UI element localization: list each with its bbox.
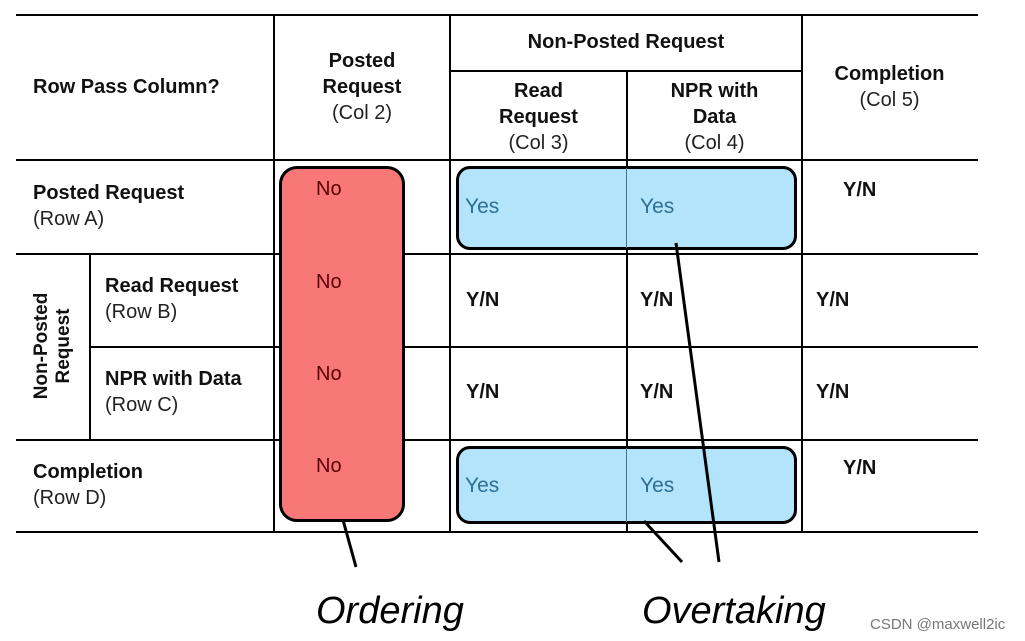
cell-c-col4: Y/N [640, 381, 674, 403]
cell-d-col2: No [316, 455, 342, 477]
cell-d-col5: Y/N [843, 457, 877, 479]
overtaking-pointer-line-row-d [642, 519, 684, 564]
watermark: CSDN @maxwell2ic [870, 616, 1006, 633]
cell-a-col5: Y/N [843, 179, 877, 201]
cell-c-col5: Y/N [816, 381, 850, 403]
ordering-highlight-box [279, 166, 405, 522]
row-c-title: NPR with Data [105, 368, 242, 390]
col4-sub: (Col 4) [684, 132, 745, 154]
col2-sub: (Col 2) [331, 102, 392, 124]
row-c-sub: (Row C) [105, 394, 179, 416]
col2-title-line1: Posted [328, 50, 396, 72]
col4-title-line1: NPR with [670, 80, 759, 102]
cell-c-col2: No [316, 363, 342, 385]
row-a-sub: (Row A) [33, 208, 105, 230]
row-c-bottom-border [16, 439, 978, 441]
cell-b-col5: Y/N [816, 289, 850, 311]
cell-d-col3: Yes [465, 474, 500, 497]
table-top-border [16, 14, 978, 16]
col5-sub: (Col 5) [859, 89, 920, 111]
col-divider-2 [449, 14, 451, 533]
cell-c-col3: Y/N [466, 381, 500, 403]
col3-title-line2: Request [499, 106, 578, 128]
col3-title-line1: Read [514, 80, 563, 102]
cell-a-col2: No [316, 178, 342, 200]
col5-header: Completion (Col 5) [803, 61, 976, 113]
cell-b-col2: No [316, 271, 342, 293]
table-bottom-border [16, 531, 978, 533]
col2-header: Posted Request (Col 2) [275, 48, 449, 126]
cell-b-col4: Y/N [640, 289, 674, 311]
cell-d-col4: Yes [640, 474, 675, 497]
overtaking-pointer-line-row-a [674, 242, 721, 563]
cell-a-col4: Yes [640, 195, 675, 218]
row-a-bottom-border [16, 253, 978, 255]
ordering-label: Ordering [316, 590, 464, 632]
row-d-sub: (Row D) [33, 487, 107, 509]
row-b-title: Read Request [105, 275, 239, 297]
col5-title: Completion [834, 63, 945, 85]
col4-title-line2: Data [692, 106, 737, 128]
cell-a-col3: Yes [465, 195, 500, 218]
col-divider-4 [801, 14, 803, 533]
col-divider-1 [273, 14, 275, 533]
col-divider-3 [626, 70, 628, 533]
col-divider-3-overlay-a [626, 168, 627, 248]
row-d-header: Completion (Row D) [33, 459, 143, 511]
row-b-bottom-border [90, 346, 978, 348]
row-a-title: Posted Request [33, 182, 185, 204]
col3-header: Read Request (Col 3) [451, 78, 626, 156]
row-b-header: Read Request (Row B) [105, 273, 238, 325]
npr-column-group-header: Non-Posted Request [527, 31, 725, 53]
col3-sub: (Col 3) [508, 132, 569, 154]
row-d-title: Completion [33, 461, 143, 483]
col-divider-3-overlay-d [626, 448, 627, 522]
header-bottom-border [16, 159, 978, 161]
row-c-header: NPR with Data (Row C) [105, 366, 242, 418]
ordering-pointer-line [341, 519, 358, 568]
row-b-sub: (Row B) [105, 301, 178, 323]
col2-title-line2: Request [322, 76, 402, 98]
cell-b-col3: Y/N [466, 289, 500, 311]
corner-label: Row Pass Column? [33, 76, 220, 98]
overtaking-label: Overtaking [642, 590, 826, 632]
row-a-header: Posted Request (Row A) [33, 180, 184, 232]
col4-header: NPR with Data (Col 4) [628, 78, 801, 156]
npr-row-group-divider [89, 253, 91, 440]
